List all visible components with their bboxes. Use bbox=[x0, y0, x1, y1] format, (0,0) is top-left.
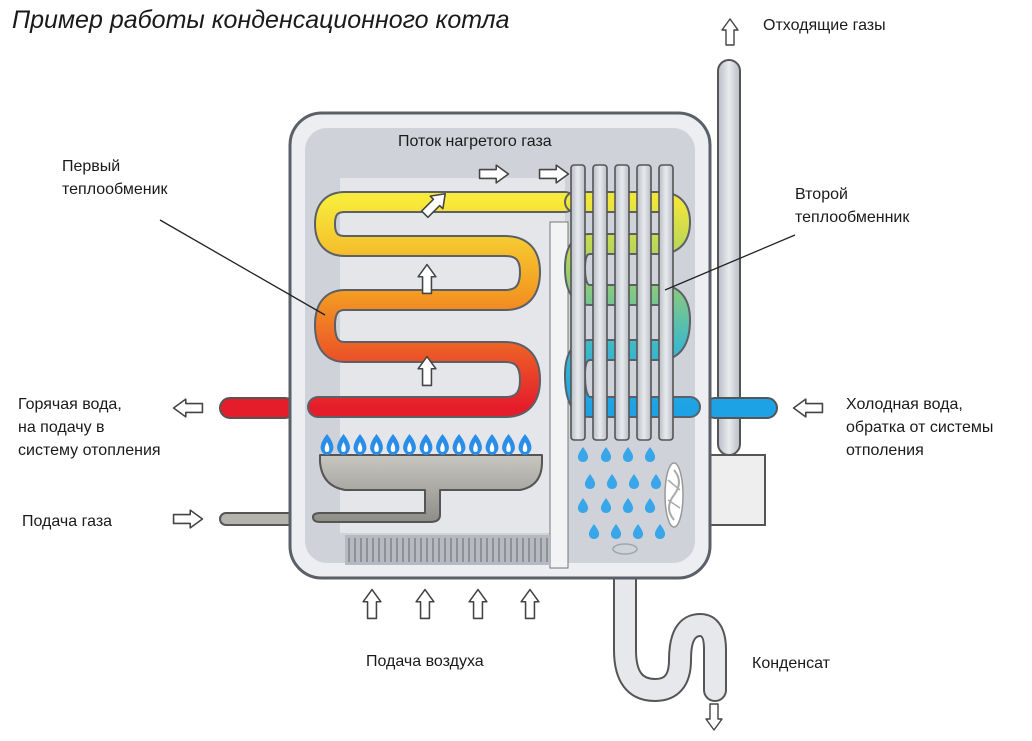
hot-water-pipe bbox=[219, 397, 296, 419]
water-drop-icon bbox=[600, 447, 612, 462]
label-flue-gas: Отходящие газы bbox=[763, 17, 886, 34]
air-supply-arrows bbox=[362, 588, 540, 620]
water-drop-icon bbox=[622, 447, 634, 462]
flame-icon bbox=[452, 434, 466, 455]
condensate-drops bbox=[577, 447, 666, 539]
air-intake-grille bbox=[345, 535, 550, 565]
flame-icon bbox=[403, 434, 416, 455]
flame-icon bbox=[518, 434, 532, 455]
flue-gas-arrow-icon bbox=[721, 18, 739, 46]
water-drop-icon bbox=[588, 524, 600, 539]
flame-icon bbox=[502, 434, 515, 455]
water-drop-icon bbox=[644, 447, 656, 462]
cold-water-arrow-icon bbox=[792, 398, 824, 418]
water-drop-icon bbox=[650, 474, 662, 489]
label-air-supply: Подача воздуха bbox=[366, 653, 484, 670]
label-second-exchanger: Второй теплообменник bbox=[795, 186, 910, 226]
exchanger-tube bbox=[614, 164, 630, 441]
water-drop-icon bbox=[577, 447, 589, 462]
water-drop-icon bbox=[600, 498, 612, 513]
air-supply-arrow-icon bbox=[362, 588, 382, 620]
heat-exchanger-tubes bbox=[570, 164, 674, 441]
drain-outlet bbox=[612, 543, 638, 555]
exchanger-tube bbox=[570, 164, 586, 441]
burner bbox=[312, 454, 543, 523]
label-condensate: Конденсат bbox=[752, 655, 830, 672]
water-drop-icon bbox=[632, 524, 644, 539]
water-drop-icon bbox=[577, 498, 589, 513]
label-gas-supply: Подача газа bbox=[22, 513, 113, 530]
cold-water-pipe bbox=[704, 397, 778, 419]
water-drop-icon bbox=[622, 498, 634, 513]
air-supply-arrow-icon bbox=[468, 588, 488, 620]
flame-icon bbox=[337, 434, 350, 455]
burner-flames bbox=[320, 434, 532, 455]
flame-icon bbox=[320, 434, 334, 455]
flame-icon bbox=[386, 434, 400, 455]
label-hot-water: Горячая вода, на подачу в систему отопле… bbox=[18, 396, 161, 459]
exchanger-tube bbox=[658, 164, 674, 441]
flame-icon bbox=[485, 434, 499, 455]
label-cold-water: Холодная вода, обратка от системы отполе… bbox=[846, 396, 994, 459]
flue-pipe bbox=[717, 59, 741, 456]
exchanger-tube bbox=[592, 164, 608, 441]
flame-icon bbox=[469, 434, 482, 455]
leader-line-first-exchanger bbox=[159, 219, 326, 316]
water-drop-icon bbox=[606, 474, 618, 489]
gas-supply-arrow-icon bbox=[172, 509, 204, 529]
exchanger-tube bbox=[636, 164, 652, 441]
water-drop-icon bbox=[628, 474, 640, 489]
fan-icon bbox=[664, 462, 684, 528]
flame-icon bbox=[370, 434, 383, 455]
condensate-trap bbox=[613, 556, 727, 702]
flame-icon bbox=[353, 434, 367, 455]
water-drop-icon bbox=[584, 474, 596, 489]
leader-line-second-exchanger bbox=[664, 234, 796, 291]
water-drop-icon bbox=[654, 524, 666, 539]
water-drop-icon bbox=[644, 498, 656, 513]
fan-housing bbox=[704, 454, 766, 526]
first-heat-exchanger-coil bbox=[307, 191, 576, 418]
label-first-exchanger: Первый теплообменик bbox=[62, 158, 168, 198]
air-supply-arrow-icon bbox=[520, 588, 540, 620]
air-supply-arrow-icon bbox=[415, 588, 435, 620]
flame-icon bbox=[419, 434, 433, 455]
label-hot-gas-flow: Поток нагретого газа bbox=[398, 133, 552, 150]
page-title: Пример работы конденсационного котла bbox=[12, 6, 510, 34]
hot-water-arrow-icon bbox=[172, 398, 204, 418]
water-drop-icon bbox=[610, 524, 622, 539]
flame-icon bbox=[436, 434, 449, 455]
condensate-arrow-icon bbox=[705, 703, 723, 731]
gas-supply-pipe bbox=[219, 512, 301, 526]
